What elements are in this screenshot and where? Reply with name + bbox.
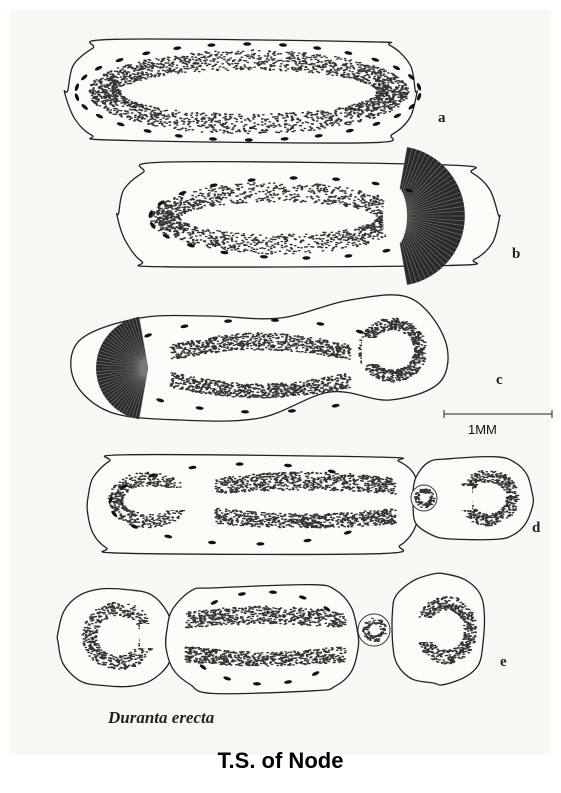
section-d-trace-gap <box>160 488 200 510</box>
section-a-bundle <box>243 42 251 45</box>
section-e-stem-outline <box>166 585 359 694</box>
section-label-c: c <box>496 372 503 389</box>
figure-caption: T.S. of Node <box>0 748 561 774</box>
section-e-right-gap <box>412 618 434 642</box>
scale-bar <box>444 410 552 418</box>
section-a-bundle <box>245 138 253 141</box>
section-d-stem-outline <box>87 455 420 555</box>
section-c-bud-gap <box>362 338 384 364</box>
species-name: Duranta erecta <box>108 708 214 728</box>
section-e-left-gap <box>140 624 162 648</box>
section-a <box>64 39 422 143</box>
section-c-bundle <box>331 403 339 408</box>
section-a-bundle <box>416 82 422 91</box>
section-label-b: b <box>512 246 520 263</box>
section-label-a: a <box>438 110 446 127</box>
section-b <box>117 147 501 285</box>
section-b-trace-gap <box>383 186 407 246</box>
section-c-bundle <box>288 409 296 413</box>
section-c <box>71 295 448 421</box>
scale-bar-label: 1MM <box>468 422 497 437</box>
section-label-e: e <box>500 654 507 671</box>
section-e <box>57 573 484 694</box>
section-d-bud-gap <box>452 486 472 510</box>
section-label-d: d <box>532 520 540 537</box>
section-d <box>87 455 533 555</box>
